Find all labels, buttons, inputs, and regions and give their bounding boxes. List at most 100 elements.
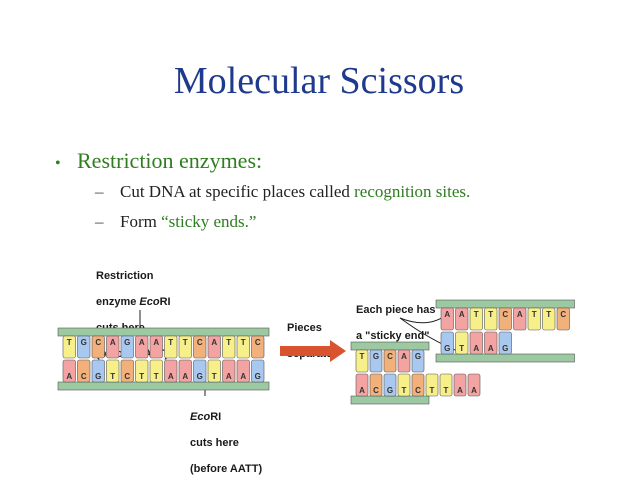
base-bottom (164, 359, 178, 383)
base-bottom (251, 359, 265, 383)
label-line: (before AATT) (190, 463, 263, 475)
base-bottom (440, 331, 454, 355)
label-line: cuts here (190, 437, 239, 449)
label-italic: Eco (190, 411, 211, 423)
base-top (440, 307, 454, 331)
base-bottom (77, 359, 91, 383)
backbone-bottom (57, 381, 270, 391)
base-letter: G (124, 338, 130, 347)
label-ecori-cuts: EcoRI cuts here (before AATT) (190, 398, 262, 489)
pieces-separate-arrow (280, 340, 346, 362)
base-bottom (91, 359, 105, 383)
base-letter: T (360, 352, 365, 361)
base-letter: T (430, 386, 435, 395)
base-letter: A (444, 310, 450, 319)
slide-title: Molecular Scissors (173, 60, 465, 102)
base-letter: A (240, 372, 246, 381)
sub-bullet-text: Form “sticky ends.” (120, 212, 256, 232)
base-bottom (62, 359, 76, 383)
base-top (498, 307, 512, 331)
base-bottom (355, 373, 369, 397)
base-letter: T (546, 310, 551, 319)
base-letter: T (139, 372, 144, 381)
base-letter: T (110, 372, 115, 381)
base-letter: C (502, 310, 508, 319)
base-letter: C (387, 352, 393, 361)
sub-bullet-dash: – (95, 182, 104, 201)
base-letter: T (67, 338, 72, 347)
base-top (135, 335, 149, 359)
base-letter: C (95, 338, 101, 347)
base-bottom (498, 331, 512, 355)
sub2-highlight: “sticky ends.” (161, 212, 257, 231)
sub1-prefix: Cut DNA at specific places called (120, 182, 355, 201)
base-letter: G (387, 386, 393, 395)
label-part: RI (210, 411, 222, 423)
base-letter: G (81, 338, 87, 347)
base-letter: G (444, 344, 450, 353)
backbone-bottom (350, 395, 430, 405)
base-top (222, 335, 236, 359)
base-letter: T (226, 338, 231, 347)
base-bottom (397, 373, 411, 397)
base-letter: A (359, 386, 365, 395)
base-letter: T (532, 310, 537, 319)
base-letter: T (168, 338, 173, 347)
base-bottom (383, 373, 397, 397)
base-letter: T (241, 338, 246, 347)
base-letter: T (459, 344, 464, 353)
base-top (62, 335, 76, 359)
base-letter: C (373, 386, 379, 395)
base-top (193, 335, 207, 359)
base-top (236, 335, 250, 359)
base-top (455, 307, 469, 331)
base-bottom (455, 331, 469, 355)
base-bottom (439, 373, 453, 397)
base-letter: T (212, 372, 217, 381)
base-letter: C (124, 372, 130, 381)
base-letter: T (183, 338, 188, 347)
base-letter: A (226, 372, 232, 381)
base-bottom (484, 331, 498, 355)
slide: Molecular Scissors • Restriction enzymes… (55, 60, 575, 475)
base-top (513, 307, 527, 331)
bullet-dot: • (55, 155, 61, 172)
base-top (542, 307, 556, 331)
label-sticky-end: Each piece has a "sticky end" (356, 291, 436, 356)
base-letter: T (402, 386, 407, 395)
sub-bullet-sticky-ends: – Form “sticky ends.” (95, 212, 256, 232)
base-letter: C (560, 310, 566, 319)
base-letter: G (373, 352, 379, 361)
base-letter: G (415, 352, 421, 361)
base-bottom (193, 359, 207, 383)
base-letter: A (66, 372, 72, 381)
base-bottom (411, 373, 425, 397)
base-bottom (425, 373, 439, 397)
base-bottom (467, 373, 481, 397)
sub1-highlight: recognition sites. (354, 182, 471, 201)
label-part: enzyme (96, 296, 140, 308)
base-bottom (106, 359, 120, 383)
base-letter: T (474, 310, 479, 319)
label-line: Pieces (287, 322, 322, 334)
base-letter: C (255, 338, 261, 347)
sub-bullet-text: Cut DNA at specific places called recogn… (120, 182, 470, 202)
label-part: RI (159, 296, 171, 308)
base-letter: T (488, 310, 493, 319)
backbone-top (350, 341, 430, 351)
base-letter: A (168, 372, 174, 381)
base-letter: T (444, 386, 449, 395)
base-letter: C (415, 386, 421, 395)
base-letter: C (81, 372, 87, 381)
base-letter: G (255, 372, 261, 381)
base-bottom (149, 359, 163, 383)
base-bottom (135, 359, 149, 383)
label-line: Each piece has (356, 304, 436, 316)
base-letter: A (211, 338, 217, 347)
backbone-bottom (435, 353, 575, 363)
base-top (251, 335, 265, 359)
base-top (369, 349, 383, 373)
